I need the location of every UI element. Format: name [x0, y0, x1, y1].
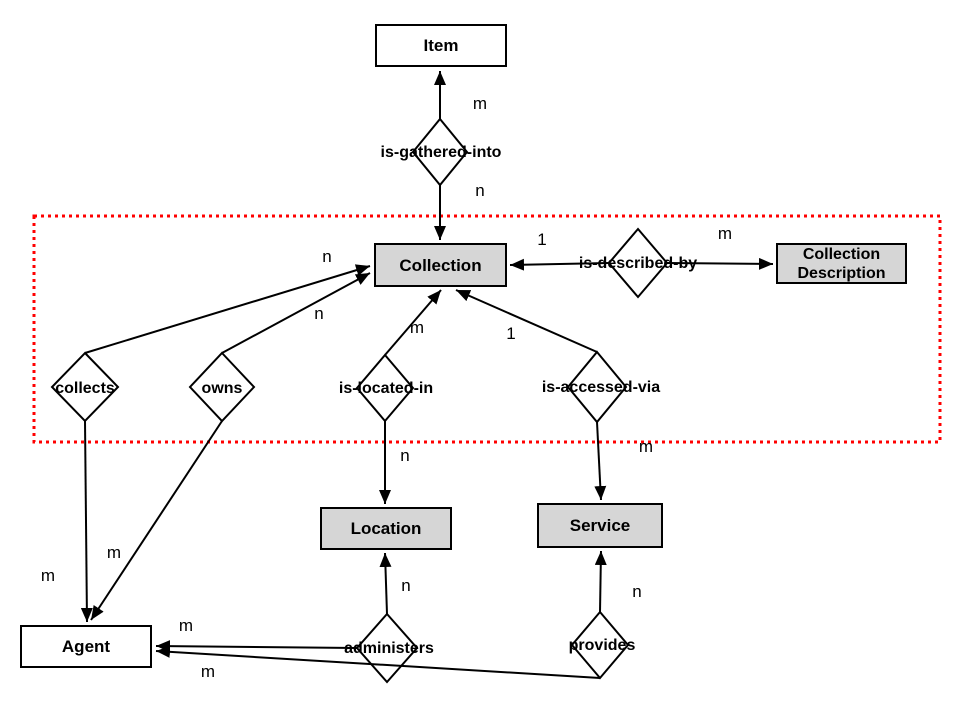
cardinality-owns-agent: m — [106, 543, 122, 562]
relationship-label-collects: collects — [55, 380, 115, 397]
entity-item: Item — [375, 24, 507, 67]
entity-collection-description: Collection Description — [776, 243, 907, 284]
relationship-label-is-gathered-into: is-gathered-into — [380, 144, 502, 161]
cardinality-located-collection: m — [409, 318, 425, 337]
highlight-region-border — [32, 214, 942, 444]
entity-collection: Collection — [374, 243, 507, 287]
line-described-to-description — [666, 257, 774, 270]
cardinality-administers-location: n — [401, 576, 411, 595]
cardinality-located-location: n — [400, 446, 410, 465]
line-located-to-collection — [384, 289, 442, 356]
entity-location: Location — [320, 507, 452, 550]
relationship-label-is-located-in: is-located-in — [338, 380, 434, 397]
relationship-label-administers: administers — [344, 640, 434, 657]
cardinality-collects-collection: n — [322, 247, 332, 266]
cardinality-collection-described: 1 — [537, 230, 547, 249]
line-provides-to-agent — [155, 645, 601, 679]
entity-service: Service — [537, 503, 663, 548]
cardinality-provides-service: n — [632, 582, 642, 601]
cardinality-administers-agent: m — [178, 616, 194, 635]
line-administers-to-location — [379, 552, 392, 615]
line-described-to-collection — [509, 258, 610, 271]
line-owns-to-collection — [221, 272, 371, 354]
diamond-is-described-by — [607, 227, 669, 299]
line-provides-to-service — [594, 550, 607, 613]
line-collects-to-agent — [80, 420, 93, 623]
line-accessed-to-service — [594, 421, 607, 501]
cardinality-collects-agent: m — [40, 566, 56, 585]
line-owns-to-agent — [90, 420, 223, 621]
relationship-label-owns: owns — [201, 380, 243, 397]
cardinality-owns-collection: n — [314, 304, 324, 323]
cardinality-described-description: m — [717, 224, 733, 243]
cardinality-accessed-service: m — [638, 437, 654, 456]
cardinality-provides-agent: m — [200, 662, 216, 681]
relationship-label-is-accessed-via: is-accessed-via — [541, 379, 661, 396]
relationship-label-is-described-by: is-described-by — [578, 255, 698, 272]
cardinality-item-gathered: m — [472, 94, 488, 113]
relationship-label-provides: provides — [568, 637, 636, 654]
entity-agent: Agent — [20, 625, 152, 668]
line-accessed-to-collection — [455, 289, 598, 353]
cardinality-accessed-collection: 1 — [506, 324, 516, 343]
line-collects-to-collection — [84, 264, 371, 354]
line-administers-to-agent — [155, 640, 358, 653]
cardinality-gathered-collection: n — [475, 181, 485, 200]
